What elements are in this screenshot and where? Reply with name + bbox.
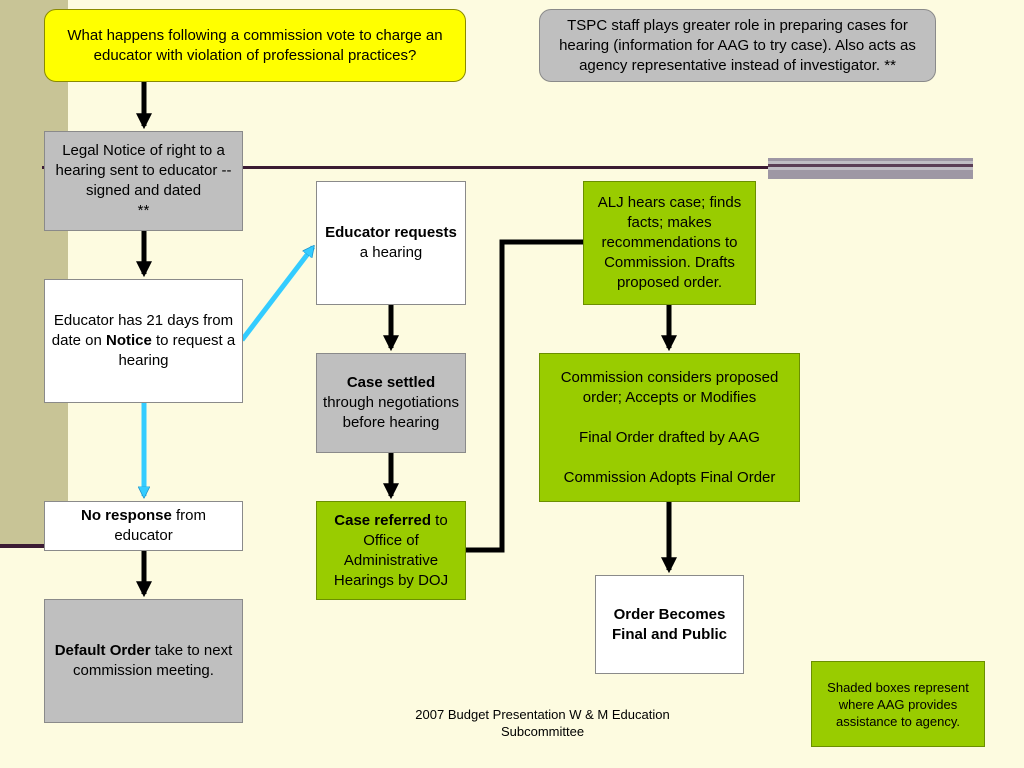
days-text-post: to request a hearing [118, 332, 236, 369]
commission-line-1: Commission considers proposed order; Acc… [560, 368, 779, 406]
left-decorative-bar [0, 0, 68, 545]
commission-considers-box: Commission considers proposed order; Acc… [539, 353, 800, 502]
default-order-bold: Default Order [54, 642, 151, 659]
no-response-box: No response from educator [44, 501, 243, 551]
case-referred-box: Case referred to Office of Administrativ… [316, 501, 466, 600]
educator-requests-post: a hearing [359, 244, 423, 261]
case-settled-bold: Case settled [346, 374, 436, 391]
footer-caption: 2007 Budget Presentation W & M Education… [415, 707, 670, 739]
legend-text: Shaded boxes represent where AAG provide… [827, 679, 969, 729]
default-order-box: Default Order take to next commission me… [44, 599, 243, 723]
arrow-days-to-requests [240, 247, 315, 342]
commission-line-3: Commission Adopts Final Order [563, 468, 776, 486]
case-referred-bold: Case referred [334, 511, 432, 529]
order-final-box: Order Becomes Final and Public [595, 575, 744, 674]
question-box: What happens following a commission vote… [44, 9, 466, 82]
order-final-text: Order Becomes Final and Public [611, 605, 727, 643]
alj-hears-text: ALJ hears case; finds facts; makes recom… [597, 194, 742, 291]
case-referred-post: to Office of Administrative Hearings by … [333, 511, 449, 589]
case-settled-post: through negotiations before hearing [323, 394, 459, 431]
commission-line-2: Final Order drafted by AAG [579, 428, 760, 446]
days-text-bold: Notice [105, 332, 152, 349]
divider-line-bottom [0, 544, 45, 548]
educator-requests-bold: Educator requests [325, 224, 457, 241]
divider-line-top [42, 166, 772, 169]
connector-referred-to-alj [466, 239, 583, 553]
legal-notice-box: Legal Notice of right to a hearing sent … [44, 131, 243, 231]
days-to-request-box: Educator has 21 days from date on Notice… [44, 279, 243, 403]
legend-box: Shaded boxes represent where AAG provide… [811, 661, 985, 747]
default-order-post: take to next commission meeting. [73, 642, 233, 679]
educator-requests-box: Educator requests a hearing [316, 181, 466, 305]
right-decorative-bars [768, 158, 973, 179]
legal-notice-mark: ** [137, 202, 150, 219]
question-text: What happens following a commission vote… [67, 26, 443, 64]
case-settled-box: Case settled through negotiations before… [316, 353, 466, 453]
days-text-pre: Educator has 21 days from date on [51, 312, 234, 349]
no-response-post: from educator [114, 507, 207, 544]
alj-hears-box: ALJ hears case; finds facts; makes recom… [583, 181, 756, 305]
legal-notice-text: Legal Notice of right to a hearing sent … [55, 142, 232, 199]
no-response-bold: No response [80, 507, 172, 524]
tspc-staff-box: TSPC staff plays greater role in prepari… [539, 9, 936, 82]
tspc-staff-text: TSPC staff plays greater role in prepari… [559, 16, 916, 74]
